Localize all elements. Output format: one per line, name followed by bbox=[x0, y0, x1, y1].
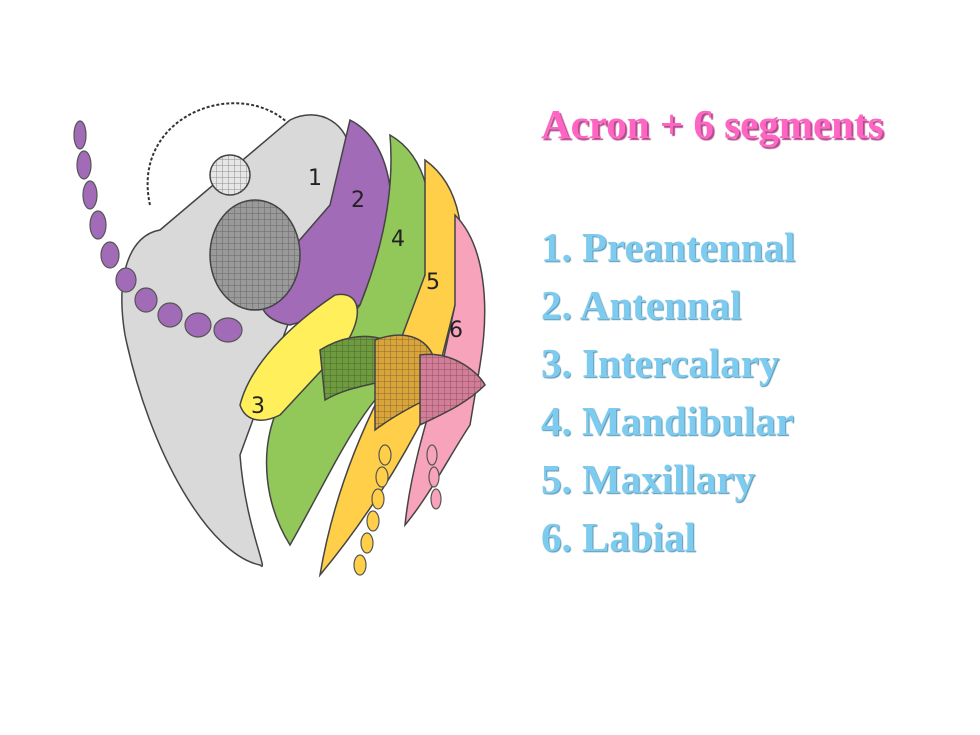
segment-item-preantennal: 1. Preantennal bbox=[541, 224, 796, 270]
segment-item-antennal: 2. Antennal bbox=[541, 282, 742, 328]
insect-head-segment-diagram: 1 2 3 4 5 6 bbox=[73, 102, 486, 578]
labial-palp bbox=[426, 444, 442, 510]
segment-number-1: 1 bbox=[308, 166, 322, 191]
segment-3-region bbox=[239, 293, 359, 421]
slide-title: Acron + 6 segments bbox=[541, 101, 884, 147]
segment-number-2: 2 bbox=[351, 188, 365, 213]
segment-item-maxillary: 5. Maxillary bbox=[541, 456, 756, 502]
segment-list: 1. Preantennal 2. Antennal 3. Intercalar… bbox=[541, 218, 795, 566]
segment-item-mandibular: 4. Mandibular bbox=[541, 398, 794, 444]
segment-item-intercalary: 3. Intercalary bbox=[541, 340, 780, 386]
segment-number-5: 5 bbox=[426, 270, 440, 295]
antenna bbox=[73, 120, 243, 343]
segment-number-3: 3 bbox=[251, 394, 265, 419]
maxillary-palp bbox=[353, 444, 392, 576]
segment-item-labial: 6. Labial bbox=[541, 514, 696, 560]
acron-outline bbox=[146, 102, 291, 206]
segment-number-4: 4 bbox=[391, 227, 405, 252]
segment-number-6: 6 bbox=[449, 318, 463, 343]
